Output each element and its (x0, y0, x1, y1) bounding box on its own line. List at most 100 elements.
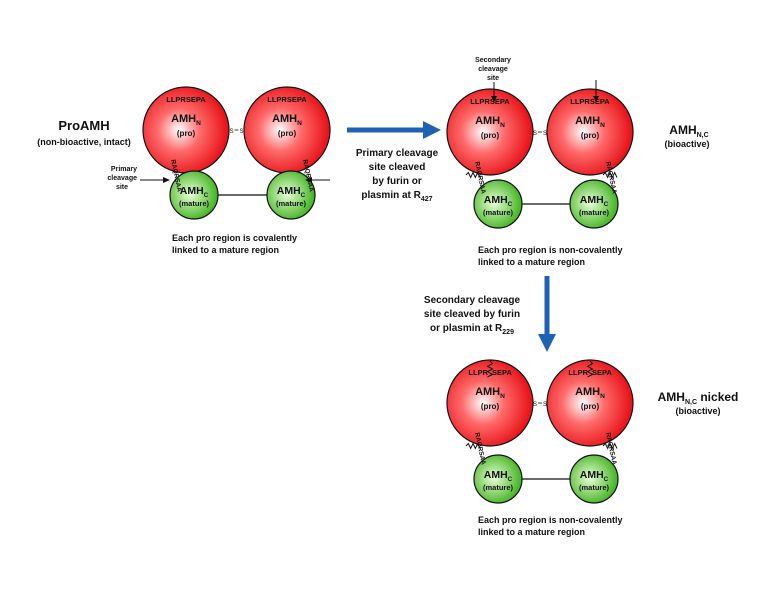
stage2-title: AMHN,C (669, 123, 708, 139)
stage2-subtitle: (bioactive) (664, 139, 709, 149)
pro-tag-right: (pro) (581, 402, 600, 411)
pro-seq-right-right: SEPA (592, 368, 612, 377)
mature-name-right: AMHC (580, 469, 609, 483)
pro-tag-left: (pro) (481, 402, 500, 411)
stage3-subtitle: (bioactive) (675, 406, 720, 416)
mature-name-right-sub: C (604, 476, 609, 483)
mature-name-right-main: AMH (580, 469, 604, 481)
mature-name-right-main: AMH (580, 194, 604, 206)
mature-name-right-sub: C (604, 201, 609, 208)
mature-name-left-sub: C (508, 476, 513, 483)
mature-name-left-sub: C (204, 192, 209, 199)
pro-seq-left-right: LLPR (568, 368, 588, 377)
pro-seq-left: LLPRSEPA (166, 95, 206, 104)
mature-region-circle-left (473, 179, 523, 229)
arrow-primary-cleavage (347, 121, 441, 139)
secondary-pointer-left-head (491, 96, 497, 102)
stage2-caption-1: Each pro region is non-covalently (478, 245, 623, 255)
disulfide-s-left: S (533, 402, 537, 408)
pro-name-left: AMHN (475, 386, 505, 400)
pro-name-left-sub: N (196, 120, 201, 127)
stage3-caption-2: linked to a mature region (478, 527, 585, 537)
pro-name-right-main: AMH (575, 386, 600, 398)
primary-cleavage-zigzag-left (465, 171, 481, 179)
pro-name-left-main: AMH (171, 113, 196, 125)
secondary-cleavage-zigzag-left (486, 360, 494, 378)
pro-name-left-main: AMH (475, 115, 500, 127)
pro-name-left: AMHN (475, 115, 505, 129)
mature-name-left: AMHC (180, 185, 209, 199)
pro-name-right-sub: N (297, 120, 302, 127)
arrow2-line2: site cleaved by furin (424, 309, 520, 320)
arrow1-line4-main: plasmin at R (361, 190, 421, 201)
pro-name-right-main: AMH (575, 115, 600, 127)
mature-tag-right: (mature) (579, 483, 610, 492)
pro-seq-right: LLPRSEPA (267, 95, 307, 104)
pro-seq-left: LLPRSEPA (470, 97, 510, 106)
pro-name-right-sub: N (600, 122, 605, 129)
stage2-title-main: AMH (669, 123, 696, 137)
stage2-title-sub: N,C (697, 132, 709, 139)
pro-name-right-sub: N (600, 393, 605, 400)
arrow2-line3-sub: 229 (502, 329, 514, 336)
arrow1-head (423, 121, 441, 139)
mature-region-circle-right (569, 454, 619, 504)
pro-tag-right: (pro) (581, 131, 600, 140)
pro-name-left-sub: N (500, 393, 505, 400)
primary-cleavage-zigzag-right (602, 442, 618, 450)
pro-tag-left: (pro) (481, 131, 500, 140)
stage3-title-suffix: nicked (697, 390, 738, 404)
pro-name-right: AMHN (575, 386, 605, 400)
arrow-secondary-cleavage (538, 276, 556, 352)
disulfide-s-right: S (543, 402, 547, 408)
stage3-title-main: AMH (658, 390, 685, 404)
stage1-caption-2: linked to a mature region (172, 245, 279, 255)
mature-name-right: AMHC (277, 185, 306, 199)
pro-region-circle-right (546, 88, 634, 176)
secondary-cleavage-zigzag-right (586, 360, 594, 378)
mature-name-right-sub: C (301, 192, 306, 199)
mature-name-right: AMHC (580, 194, 609, 208)
disulfide-s-right: S (239, 129, 243, 135)
arrow2-line1: Secondary cleavage (424, 295, 521, 306)
mature-tag-left: (mature) (483, 208, 514, 217)
arrow1-line1: Primary cleavage (356, 148, 439, 159)
mature-tag-right: (mature) (579, 208, 610, 217)
mature-region-circle-right (266, 170, 316, 220)
arrow1-line4: plasmin at R427 (361, 190, 432, 203)
mature-name-left-main: AMH (484, 469, 508, 481)
pro-name-left: AMHN (171, 113, 201, 127)
pro-tag-left: (pro) (177, 129, 196, 138)
stage1-primary-label-2: cleavage (107, 175, 137, 182)
pro-seq-right-left: SEPA (492, 368, 512, 377)
arrow2-line3-main: or plasmin at R (430, 323, 503, 334)
stage2-caption-2: linked to a mature region (478, 257, 585, 267)
arrow1-line2: site cleaved (369, 162, 426, 173)
arrow2-head (538, 334, 556, 352)
mature-tag-left: (mature) (179, 199, 210, 208)
arrow1-line3: by furin or (372, 176, 422, 187)
mature-region-circle-right (569, 179, 619, 229)
stage2-secondary-label-2: cleavage (478, 66, 508, 73)
mature-name-left-main: AMH (180, 185, 204, 197)
stage2-secondary-label-1: Secondary (475, 57, 511, 64)
mature-name-left: AMHC (484, 194, 513, 208)
disulfide-s-left: S (533, 131, 537, 137)
pro-seq-right: LLPRSEPA (570, 97, 610, 106)
mature-region-circle-left (473, 454, 523, 504)
stage2-secondary-label-3: site (487, 75, 499, 82)
mature-tag-left: (mature) (483, 483, 514, 492)
pro-region-circle-left (446, 88, 534, 176)
stage1-primary-label-3: site (116, 184, 128, 191)
stage3-title-sub: N,C (685, 399, 697, 406)
stage3-caption-1: Each pro region is non-covalently (478, 515, 623, 525)
pro-region-circle-left (446, 359, 534, 447)
disulfide-s-left: S (229, 129, 233, 135)
primary-cleavage-zigzag-right (602, 171, 618, 179)
stage3-title: AMHN,C nicked (658, 390, 739, 406)
stage1-primary-label-1: Primary (111, 166, 137, 173)
